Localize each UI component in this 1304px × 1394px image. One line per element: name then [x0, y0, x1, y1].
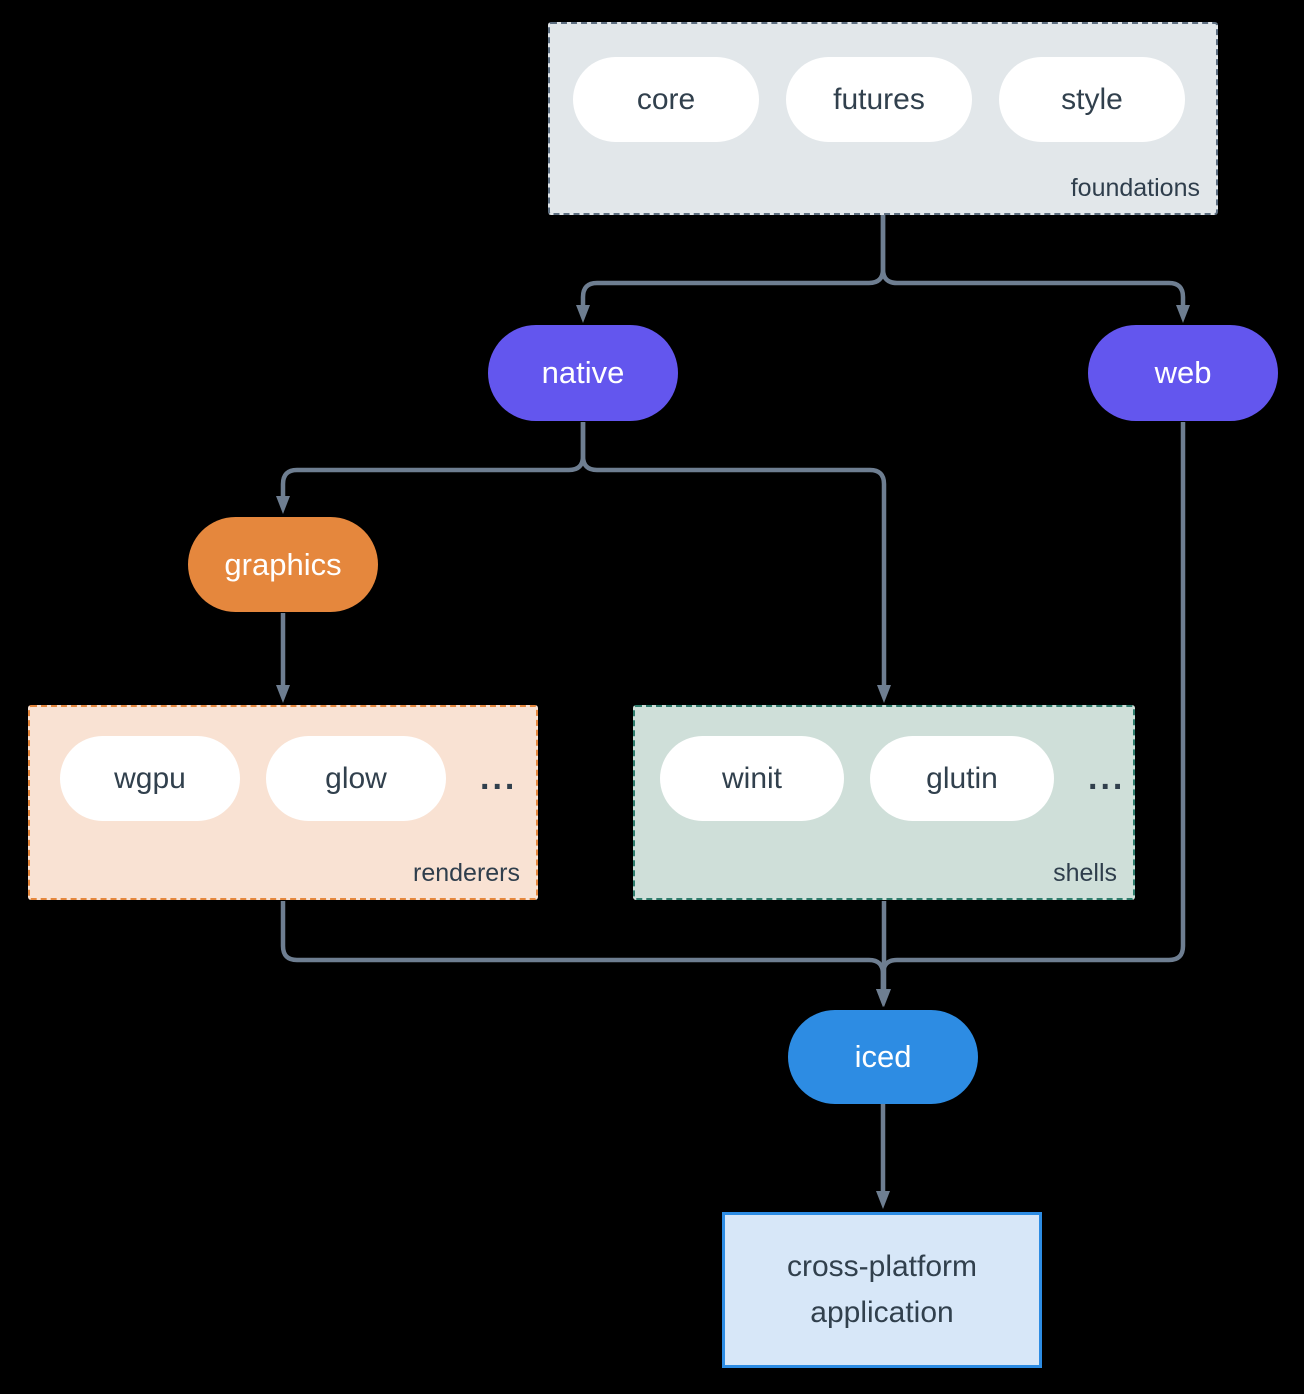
pill-wgpu: wgpu: [60, 736, 240, 821]
application-box: cross-platform application: [722, 1212, 1042, 1368]
shells-label: shells: [1053, 859, 1117, 887]
foundations-pill-row: core futures style: [573, 57, 1185, 142]
node-graphics: graphics: [188, 517, 378, 612]
renderers-ellipsis: ...: [480, 759, 518, 797]
edge-foundations-web: [880, 214, 1190, 323]
renderers-label: renderers: [413, 859, 520, 887]
renderers-pill-row: wgpu glow ...: [60, 736, 517, 821]
pill-glutin: glutin: [870, 736, 1054, 821]
edge-renderers-iced: [280, 901, 890, 1007]
pill-futures: futures: [786, 57, 972, 142]
edge-native-shells: [580, 422, 891, 703]
foundations-group: core futures style foundations: [548, 22, 1218, 215]
shells-group: winit glutin ... shells: [633, 705, 1135, 900]
node-native: native: [488, 325, 678, 421]
pill-style: style: [999, 57, 1185, 142]
edge-web-iced: [876, 422, 1186, 1007]
shells-pill-row: winit glutin ...: [660, 736, 1125, 821]
foundations-label: foundations: [1070, 174, 1200, 202]
shells-ellipsis: ...: [1088, 759, 1126, 797]
pill-glow: glow: [266, 736, 446, 821]
node-web: web: [1088, 325, 1278, 421]
node-iced: iced: [788, 1010, 978, 1104]
edge-native-graphics: [276, 422, 586, 514]
edge-foundations-native: [576, 214, 886, 323]
pill-core: core: [573, 57, 759, 142]
renderers-group: wgpu glow ... renderers: [28, 705, 538, 900]
pill-winit: winit: [660, 736, 844, 821]
